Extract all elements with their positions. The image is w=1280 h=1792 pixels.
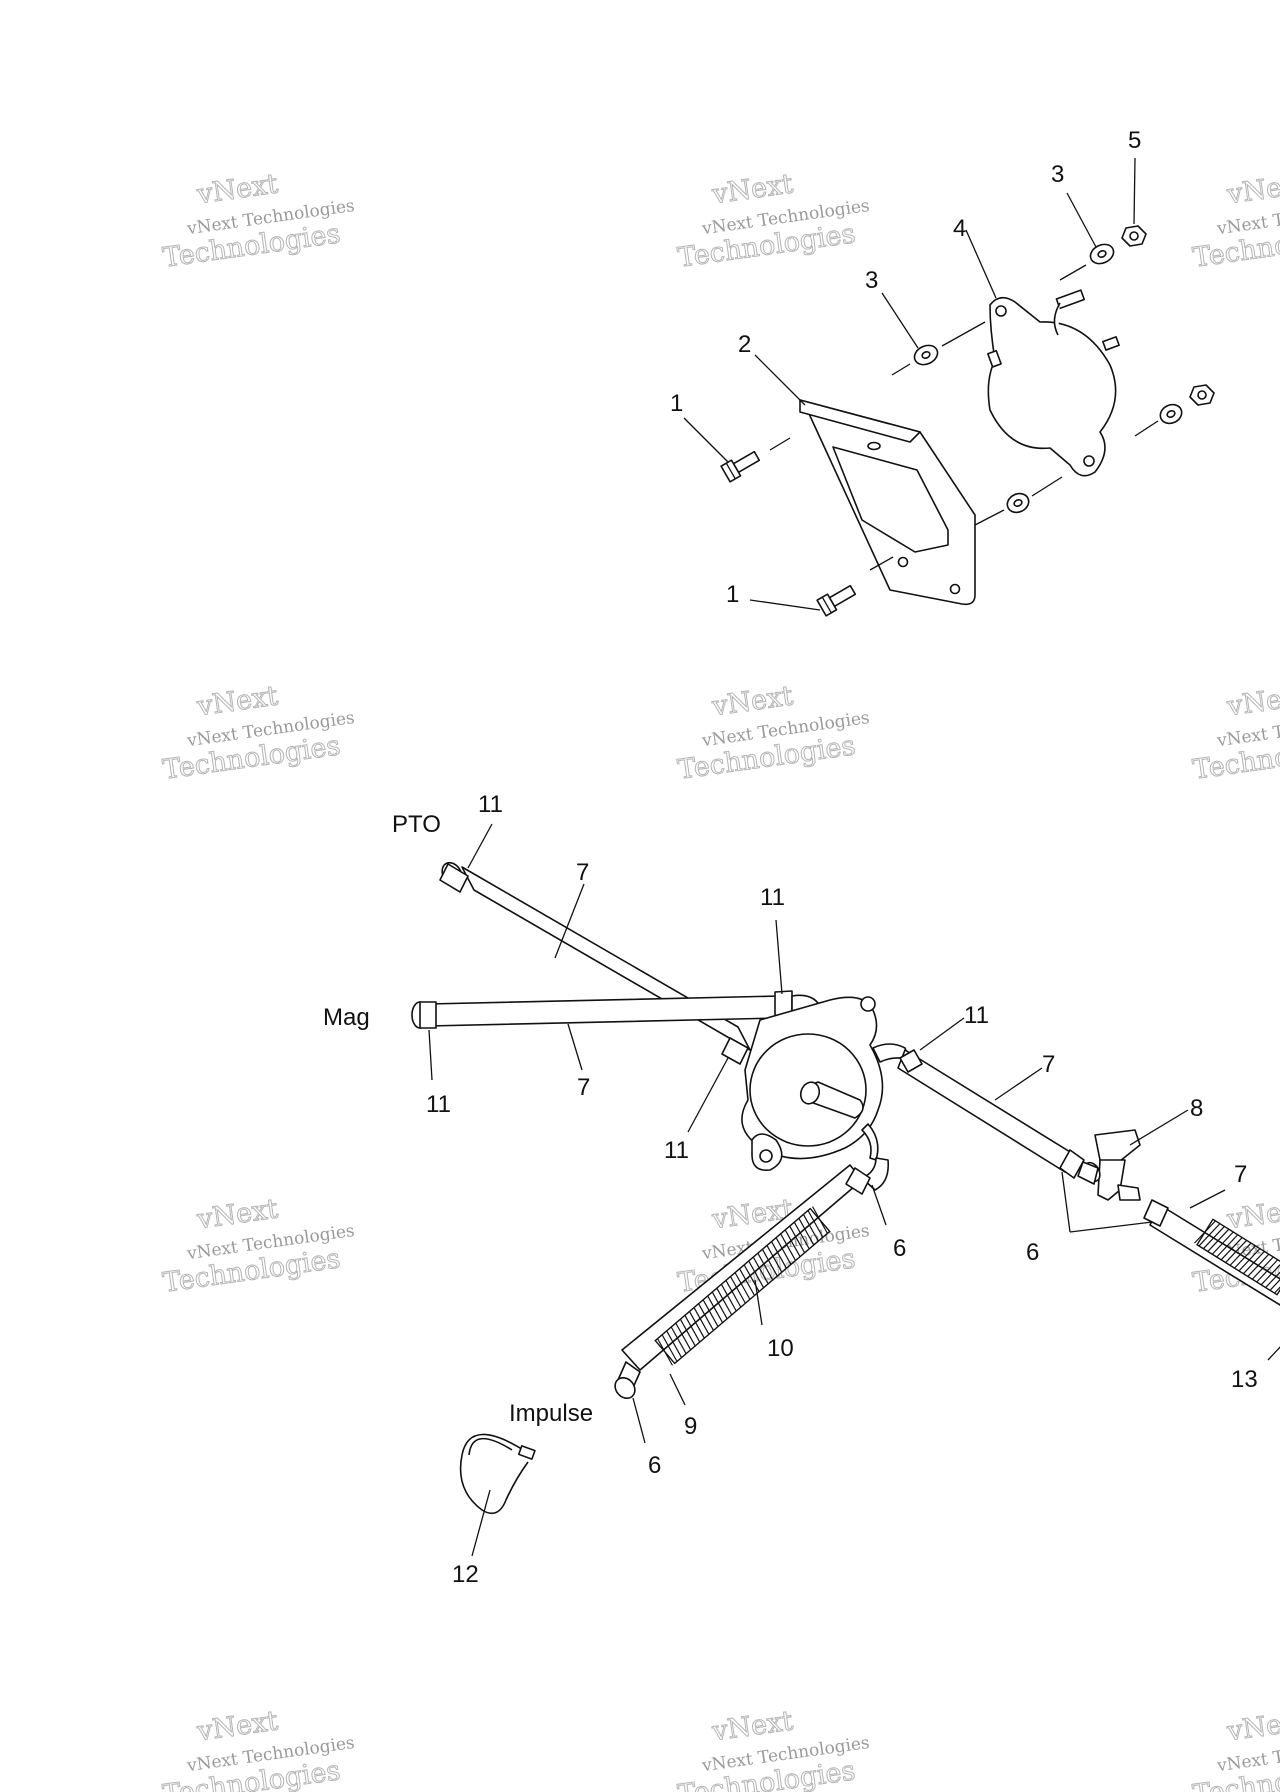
- svg-text:vNext: vNext: [1224, 680, 1280, 722]
- callout-11: 11: [664, 1137, 689, 1164]
- spring-guard: [1194, 1218, 1280, 1296]
- fuel-pump: [987, 289, 1120, 477]
- bolt: [720, 450, 761, 483]
- svg-text:vNext: vNext: [709, 680, 795, 722]
- callout-13: 13: [1231, 1366, 1258, 1393]
- svg-text:vNext: vNext: [1224, 1193, 1280, 1235]
- callout-11: 11: [760, 884, 785, 911]
- callout-11: 11: [478, 791, 503, 818]
- watermark: vNext vNext Technologies Technologies: [1190, 1705, 1280, 1792]
- hose-right: [872, 1043, 1085, 1179]
- hose-mag: [411, 990, 823, 1029]
- bolt: [816, 584, 857, 617]
- watermark: vNext vNext Technologies Technologies: [675, 1705, 870, 1792]
- washer: [913, 344, 939, 366]
- fuel-shutoff-valve: [1077, 1129, 1141, 1201]
- svg-text:vNext: vNext: [194, 1193, 280, 1235]
- callout-4: 4: [953, 215, 966, 242]
- washer: [1089, 243, 1115, 265]
- callout-2: 2: [738, 331, 751, 358]
- svg-text:vNext: vNext: [194, 1705, 280, 1747]
- callout-10: 10: [767, 1335, 794, 1362]
- leader-line: [683, 157, 1136, 611]
- svg-text:vNext: vNext: [1224, 1705, 1280, 1747]
- watermark: vNext vNext Technologies Technologies: [160, 168, 355, 274]
- callout-7: 7: [576, 859, 589, 886]
- svg-text:vNext: vNext: [709, 168, 795, 210]
- svg-text:vNext: vNext: [709, 1705, 795, 1747]
- callout-11: 11: [426, 1091, 451, 1118]
- label-mag: Mag: [323, 1004, 370, 1031]
- watermark: vNext vNext Technologies Technologies: [1190, 680, 1280, 786]
- callout-9: 9: [684, 1413, 697, 1440]
- nut: [1189, 384, 1215, 406]
- assembly-line: [769, 264, 1159, 571]
- callout-3: 3: [865, 267, 878, 294]
- callout-7: 7: [1042, 1051, 1055, 1078]
- callout-3: 3: [1051, 161, 1064, 188]
- callout-6: 6: [1026, 1239, 1039, 1266]
- callout-7: 7: [577, 1074, 590, 1101]
- callout-7: 7: [1234, 1161, 1247, 1188]
- callout-1: 1: [670, 390, 683, 417]
- callout-11: 11: [964, 1002, 989, 1029]
- callout-5: 5: [1128, 127, 1141, 154]
- label-impulse: Impulse: [509, 1400, 593, 1427]
- hose-outlet: [1143, 1199, 1280, 1306]
- callout-8: 8: [1190, 1095, 1203, 1122]
- spring-guard: [654, 1206, 831, 1366]
- watermark: vNext vNext Technologies Technologies: [160, 1193, 355, 1299]
- callout-12: 12: [452, 1561, 479, 1588]
- callout-6: 6: [893, 1235, 906, 1262]
- svg-text:vNext: vNext: [194, 680, 280, 722]
- hose-pto: [439, 861, 751, 1065]
- watermark: vNext vNext Technologies Technologies: [160, 1705, 355, 1792]
- callout-6: 6: [648, 1452, 661, 1479]
- leader-line: [428, 823, 1280, 1557]
- svg-text:vNext: vNext: [194, 168, 280, 210]
- hose-clamp: [459, 1433, 536, 1515]
- label-pto: PTO: [392, 811, 441, 838]
- washer: [1159, 403, 1183, 425]
- watermark: vNext vNext Technologies Technologies: [675, 680, 870, 786]
- watermark: vNext vNext Technologies Technologies: [675, 168, 870, 274]
- svg-text:vNext: vNext: [1224, 168, 1280, 210]
- washer: [1006, 492, 1030, 514]
- callout-1: 1: [726, 581, 739, 608]
- watermark: vNext vNext Technologies Technologies: [160, 680, 355, 786]
- mounting-bracket: [799, 399, 976, 606]
- fuel-pump-lower: [741, 996, 884, 1172]
- watermark: vNext vNext Technologies Technologies: [1190, 168, 1280, 274]
- nut: [1121, 225, 1147, 247]
